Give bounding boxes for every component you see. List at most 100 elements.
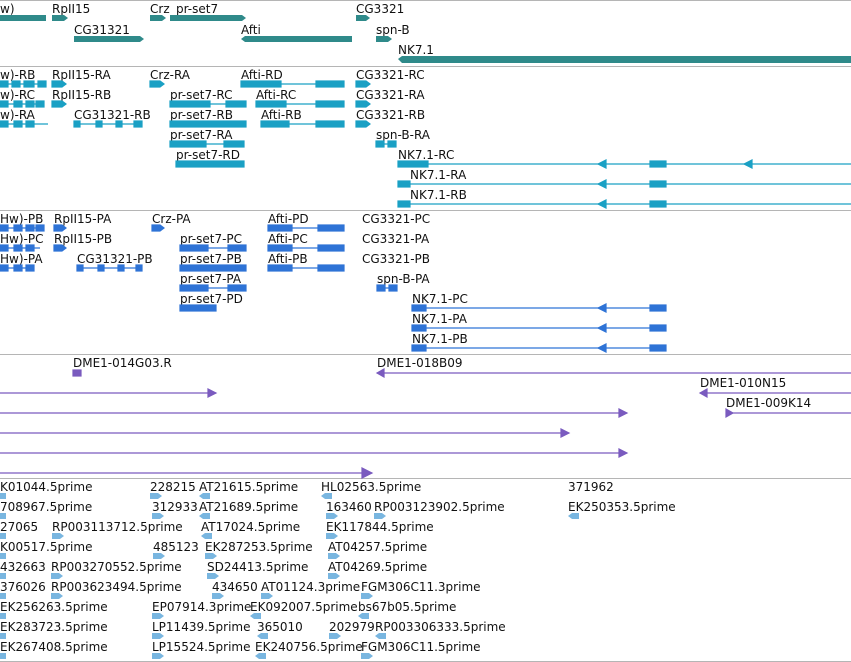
feature-label[interactable]: HL02563.5prime xyxy=(321,480,422,494)
feature-label[interactable]: EK092007.5prime xyxy=(250,600,358,614)
feature-label[interactable]: EK283723.5prime xyxy=(0,620,108,634)
feature-label[interactable]: CG31321-RB xyxy=(74,108,151,122)
feature-label[interactable]: NK7.1-PA xyxy=(412,312,467,326)
feature-label[interactable]: CG3321-PB xyxy=(362,252,431,266)
feature-label[interactable]: RpII15-PA xyxy=(54,212,112,226)
feature-label[interactable]: pr-set7-RD xyxy=(176,148,240,162)
feature-label[interactable]: w)-RC xyxy=(0,88,35,102)
feature-label[interactable]: EP07914.3prime xyxy=(152,600,252,614)
feature-label[interactable]: EK117844.5prime xyxy=(326,520,434,534)
feature-label[interactable]: RpII15-PB xyxy=(54,232,113,246)
feature-label[interactable]: pr-set7-PD xyxy=(180,292,243,306)
feature-label[interactable]: spn-B-PA xyxy=(377,272,430,286)
feature-label[interactable]: RpII15-RB xyxy=(52,88,112,102)
feature-label[interactable]: Hw)-PC xyxy=(0,232,44,246)
feature-label[interactable]: RP003123902.5prime xyxy=(374,500,505,514)
feature-label[interactable]: spn-B xyxy=(376,23,410,37)
feature-label[interactable]: Afti-RC xyxy=(256,88,297,102)
feature-label[interactable]: CG31321-PB xyxy=(77,252,153,266)
feature-label[interactable]: 365010 xyxy=(257,620,303,634)
feature-label[interactable]: CG3321-RC xyxy=(356,68,425,82)
feature-label[interactable]: CG3321-RA xyxy=(356,88,425,102)
feature-label[interactable]: SD24413.5prime xyxy=(207,560,309,574)
feature-label[interactable]: NK7.1-RB xyxy=(410,188,467,202)
feature-label[interactable]: CG3321-RB xyxy=(356,108,426,122)
feature-label[interactable]: CG31321 xyxy=(74,23,130,37)
feature-label[interactable]: NK7.1-RC xyxy=(398,148,455,162)
feature-label[interactable]: Afti-PD xyxy=(268,212,309,226)
feature-label[interactable]: pr-set7-RC xyxy=(170,88,233,102)
feature-label[interactable]: Crz xyxy=(150,2,170,16)
feature-label[interactable]: RP003270552.5prime xyxy=(51,560,182,574)
feature-label[interactable]: NK7.1-RA xyxy=(410,168,467,182)
feature-label[interactable]: RP003113712.5prime xyxy=(52,520,183,534)
feature-label[interactable]: AT01124.3prime xyxy=(261,580,361,594)
feature-label[interactable]: AT04269.5prime xyxy=(328,560,428,574)
feature-label[interactable]: NK7.1 xyxy=(398,43,434,57)
feature-label[interactable]: pr-set7-RA xyxy=(170,128,233,142)
feature-label[interactable]: pr-set7-PC xyxy=(180,232,243,246)
feature-label[interactable]: 434650 xyxy=(212,580,258,594)
feature-label[interactable]: 376026 xyxy=(0,580,46,594)
feature-label[interactable]: NK7.1-PB xyxy=(412,332,468,346)
feature-label[interactable]: Afti xyxy=(241,23,261,37)
feature-label[interactable]: EK250353.5prime xyxy=(568,500,676,514)
feature-label[interactable]: DME1-014G03.R xyxy=(73,356,172,370)
feature-label[interactable]: 202979 xyxy=(329,620,375,634)
feature-label[interactable]: EK267408.5prime xyxy=(0,640,108,654)
feature-label[interactable]: pr-set7 xyxy=(176,2,219,16)
feature-label[interactable]: 371962 xyxy=(568,480,614,494)
feature-label[interactable]: CG3321-PA xyxy=(362,232,430,246)
feature-label[interactable]: RpII15-RA xyxy=(52,68,111,82)
feature-label[interactable]: AT04257.5prime xyxy=(328,540,428,554)
feature-label[interactable]: bs67b05.5prime xyxy=(358,600,457,614)
feature-label[interactable]: CG3321 xyxy=(356,2,405,16)
feature-label[interactable]: Hw)-PB xyxy=(0,212,44,226)
feature-label[interactable]: Hw)-PA xyxy=(0,252,43,266)
feature-label[interactable]: pr-set7-PB xyxy=(180,252,242,266)
feature-label[interactable]: RP003306333.5prime xyxy=(375,620,506,634)
feature-label[interactable]: EK240756.5prime xyxy=(255,640,363,654)
feature-label[interactable]: CG3321-PC xyxy=(362,212,431,226)
feature-label[interactable]: Afti-PC xyxy=(268,232,308,246)
feature-label[interactable]: w)-RB xyxy=(0,68,36,82)
feature-label[interactable]: w)-RA xyxy=(0,108,35,122)
feature-label[interactable]: 432663 xyxy=(0,560,46,574)
feature-label[interactable]: RpII15 xyxy=(52,2,91,16)
feature-label[interactable]: EK287253.5prime xyxy=(205,540,313,554)
feature-label[interactable]: Afti-PB xyxy=(268,252,308,266)
feature-label[interactable]: 312933 xyxy=(152,500,198,514)
feature-label[interactable]: pr-set7-PA xyxy=(180,272,242,286)
feature-label[interactable]: 163460 xyxy=(326,500,372,514)
feature-label[interactable]: AT21615.5prime xyxy=(199,480,299,494)
feature-label[interactable]: LP15524.5prime xyxy=(152,640,251,654)
feature-label[interactable]: Crz-PA xyxy=(152,212,191,226)
feature-label[interactable]: w) xyxy=(0,2,15,16)
feature-label[interactable]: pr-set7-RB xyxy=(170,108,233,122)
feature-label[interactable]: DME1-018B09 xyxy=(377,356,463,370)
feature-label[interactable]: K00517.5prime xyxy=(0,540,93,554)
feature-label[interactable]: FGM306C11.5prime xyxy=(361,640,481,654)
feature-label[interactable]: 27065 xyxy=(0,520,39,534)
feature-label[interactable]: 708967.5prime xyxy=(0,500,93,514)
feature-label[interactable]: AT17024.5prime xyxy=(201,520,301,534)
feature-label[interactable]: Crz-RA xyxy=(150,68,191,82)
feature-label[interactable]: EK256263.5prime xyxy=(0,600,108,614)
feature-label[interactable]: 228215 xyxy=(150,480,196,494)
feature-label[interactable]: Afti-RB xyxy=(261,108,302,122)
feature-label[interactable]: K01044.5prime xyxy=(0,480,93,494)
feature-label[interactable]: RP003623494.5prime xyxy=(51,580,182,594)
feature-label[interactable]: 485123 xyxy=(153,540,199,554)
feature-label[interactable]: NK7.1-PC xyxy=(412,292,468,306)
feature-label[interactable]: DME1-010N15 xyxy=(700,376,787,390)
feature-label[interactable]: spn-B-RA xyxy=(376,128,430,142)
feature-label[interactable]: LP11439.5prime xyxy=(152,620,251,634)
feature-label[interactable]: AT21689.5prime xyxy=(199,500,299,514)
feature-label[interactable]: Afti-RD xyxy=(241,68,283,82)
